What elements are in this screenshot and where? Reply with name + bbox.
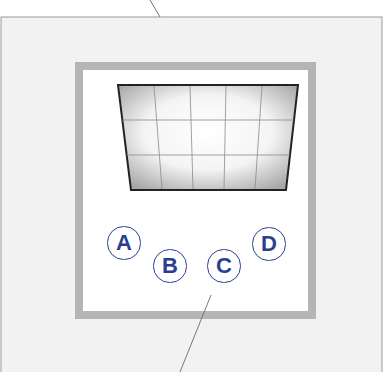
leader-line [150, 0, 160, 17]
leader-line [180, 295, 211, 372]
callout-letter: D [261, 233, 277, 255]
grid-line [190, 86, 193, 189]
callout-circle: B [153, 249, 186, 282]
grid-line [122, 120, 294, 121]
callout-letter: B [162, 255, 178, 277]
light-fixture [118, 85, 298, 190]
fixture-grid [122, 86, 294, 189]
grid-line [127, 155, 290, 156]
callout-circle: C [207, 249, 240, 282]
grid-line [154, 86, 162, 189]
ceiling-panel [1, 17, 382, 372]
callout-circle: A [107, 226, 140, 259]
grid-line [255, 86, 262, 189]
callout-circle: D [252, 227, 285, 260]
grid-line [224, 86, 226, 189]
room-frame [79, 66, 312, 315]
callout-letter: A [116, 232, 132, 254]
callout-letter: C [216, 255, 232, 277]
